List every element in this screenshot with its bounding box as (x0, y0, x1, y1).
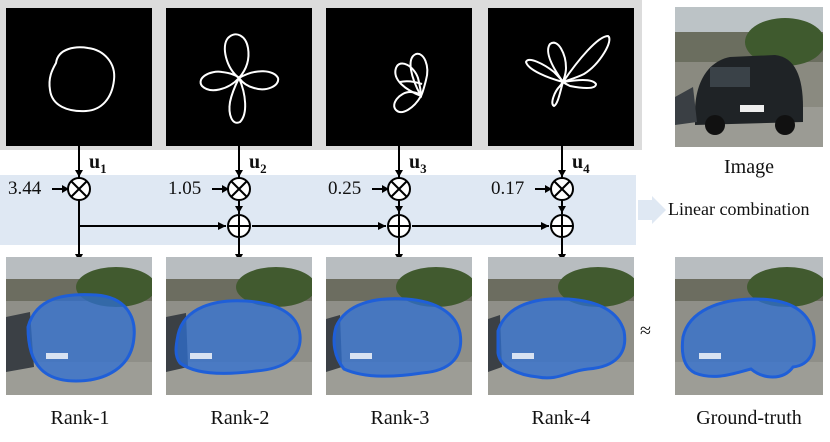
band-label: Linear combination (668, 199, 810, 219)
coefficient-4: 0.17 (491, 178, 525, 199)
rank-2-label: Rank-2 (210, 407, 270, 429)
approx-symbol: ≈ (640, 320, 651, 342)
basis-shape-1 (6, 8, 152, 146)
basis-shape-3 (326, 8, 472, 146)
rank-3-label: Rank-3 (370, 407, 430, 429)
basis-label-4: u4 (572, 151, 590, 176)
rank-3-image (326, 257, 472, 395)
basis-label-1: u1 (89, 151, 107, 176)
coefficient-2: 1.05 (168, 178, 202, 199)
ground-truth-image (675, 257, 823, 395)
combination-band (0, 175, 636, 245)
rank-1-label: Rank-1 (50, 407, 110, 429)
coefficient-1: 3.44 (8, 178, 42, 199)
input-image (675, 7, 823, 147)
rank-4-image (488, 257, 634, 395)
ground-truth-label: Ground-truth (696, 407, 802, 429)
image-label: Image (724, 156, 774, 178)
basis-label-2: u2 (249, 151, 267, 176)
coefficient-3: 0.25 (328, 178, 362, 199)
rank-4-label: Rank-4 (531, 407, 591, 429)
rank-1-image (6, 257, 152, 395)
basis-shape-4 (488, 8, 634, 146)
rank-2-image (166, 257, 312, 395)
basis-shape-2 (166, 8, 312, 146)
basis-label-3: u3 (409, 151, 427, 176)
arrow-right-icon (638, 196, 666, 224)
combination-diagram (52, 146, 574, 262)
